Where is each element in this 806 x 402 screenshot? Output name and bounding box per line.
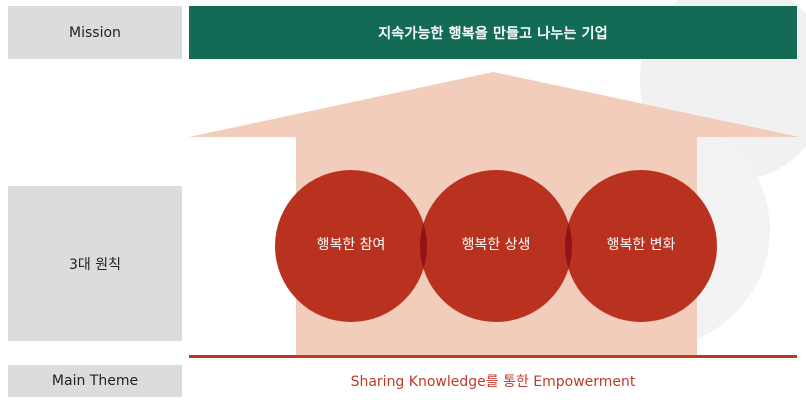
main-theme-text: Sharing Knowledge를 통한 Empowerment [350,374,636,390]
principle-label-change: 행복한 변화 [606,237,676,253]
main-theme-label: Main Theme [8,365,182,397]
principle-label-participation: 행복한 참여 [316,237,386,253]
theme-divider-line [189,355,797,358]
mission-label: Mission [8,6,182,59]
principle-circle-2 [420,170,572,322]
principle-label-coexistence: 행복한 상생 [461,237,531,253]
principle-circle-1 [275,170,427,322]
mission-banner: 지속가능한 행복을 만들고 나누는 기업 [189,6,797,59]
principles-label: 3대 원칙 [8,186,182,341]
principle-circle-3 [565,170,717,322]
